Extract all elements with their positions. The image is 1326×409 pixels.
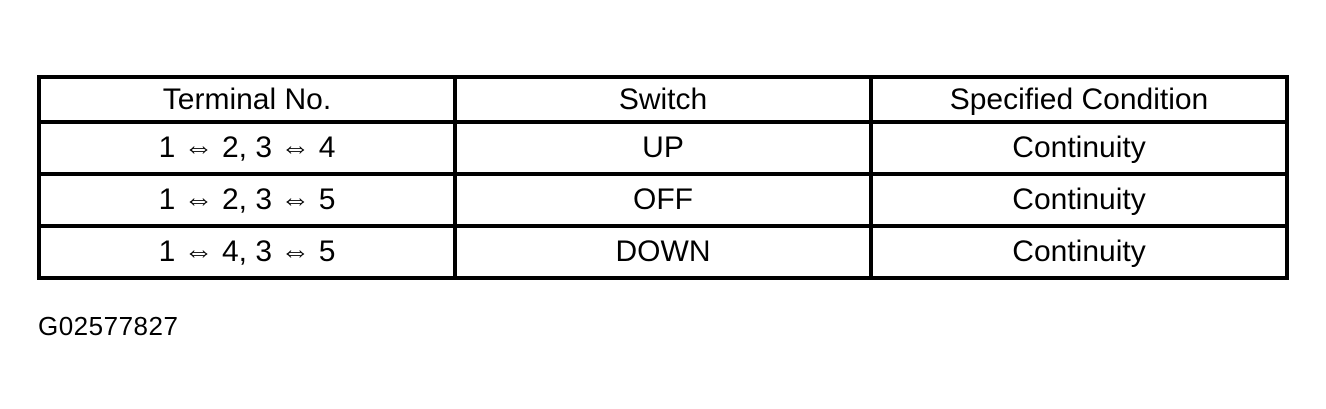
column-header-terminal-no: Terminal No. <box>37 75 457 124</box>
table-row: 1 ⇔ 4, 3 ⇔ 5 DOWN Continuity <box>37 224 1289 280</box>
condition-cell: Continuity <box>869 120 1289 176</box>
table-row: 1 ⇔ 2, 3 ⇔ 4 UP Continuity <box>37 120 1289 176</box>
table-header: Terminal No. Switch Specified Condition <box>37 75 1289 124</box>
table-row: 1 ⇔ 2, 3 ⇔ 5 OFF Continuity <box>37 172 1289 228</box>
continuity-spec-table: Terminal No. Switch Specified Condition … <box>37 75 1289 280</box>
condition-cell: Continuity <box>869 172 1289 228</box>
switch-cell: DOWN <box>453 224 873 280</box>
table-body: 1 ⇔ 2, 3 ⇔ 4 UP Continuity 1 ⇔ 2, 3 ⇔ 5 … <box>37 120 1289 280</box>
terminal-cell: 1 ⇔ 2, 3 ⇔ 4 <box>37 120 457 176</box>
switch-cell: UP <box>453 120 873 176</box>
column-header-specified-condition: Specified Condition <box>869 75 1289 124</box>
figure-id-caption: G02577827 <box>38 311 179 341</box>
column-header-switch: Switch <box>453 75 873 124</box>
condition-cell: Continuity <box>869 224 1289 280</box>
terminal-cell: 1 ⇔ 2, 3 ⇔ 5 <box>37 172 457 228</box>
header-row: Terminal No. Switch Specified Condition <box>37 75 1289 124</box>
terminal-cell: 1 ⇔ 4, 3 ⇔ 5 <box>37 224 457 280</box>
switch-cell: OFF <box>453 172 873 228</box>
